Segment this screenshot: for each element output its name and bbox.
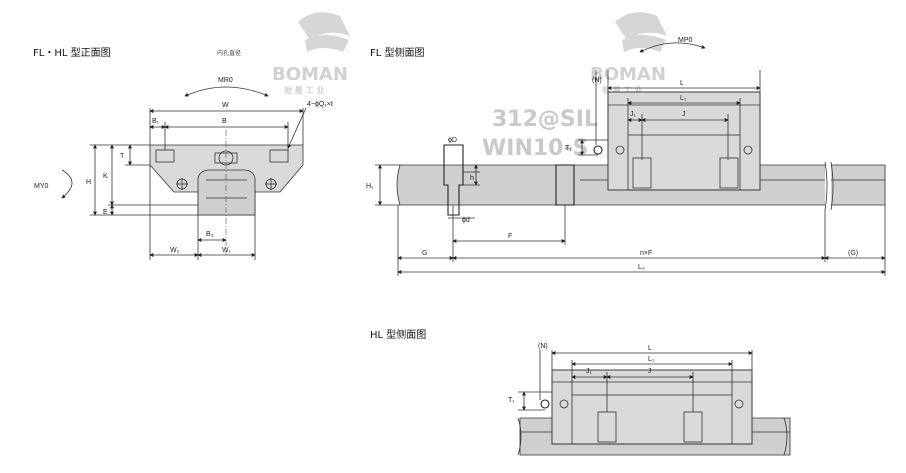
watermark-brand-2: BOMAN: [590, 64, 666, 85]
fl-label-f: F: [508, 233, 512, 240]
watermark-brand-cn-2: 勃 曼 工 业: [602, 85, 642, 95]
fl-label-nf: n×F: [640, 250, 652, 257]
hl-block: [551, 369, 753, 445]
label-mp: MP0: [678, 37, 693, 44]
fl-label-h1: H₁: [366, 183, 374, 190]
label-k: K: [103, 173, 108, 180]
label-w2: W₂: [170, 247, 180, 254]
hl-label-l1: L₁: [648, 356, 655, 363]
hl-grease-nipple: [540, 399, 550, 409]
watermark-overlay-2: WIN10-S: [482, 136, 588, 161]
label-t: T: [120, 153, 125, 160]
fl-label-phi-d-big: ϕD: [448, 137, 457, 144]
label-b1: B₁: [152, 118, 160, 125]
hl-label-n: (N): [538, 343, 548, 350]
label-w1: W₁: [222, 247, 232, 254]
fl-block: [607, 91, 761, 191]
hl-label-t1: T₁: [508, 397, 515, 404]
boman-logo-watermark-1: BOMAN 勃 曼 工 业: [272, 12, 350, 95]
label-w: W: [222, 102, 229, 109]
fl-label-n: (N): [592, 77, 602, 84]
fl-label-j1: J₁: [630, 111, 637, 118]
fl-label-t1: T₁: [565, 145, 572, 152]
fl-label-h: h: [470, 175, 474, 182]
fl-side-view-title: FL 型侧面图: [370, 46, 425, 59]
hl-label-j1: J₁: [586, 368, 593, 375]
fl-label-g-paren: (G): [848, 250, 858, 257]
hl-side-view-title: HL 型侧面图: [370, 328, 426, 341]
label-my: MY0: [34, 183, 49, 190]
fl-label-l: L: [680, 80, 684, 87]
front-view-title: FL・HL 型正面图: [33, 46, 111, 59]
watermark-brand-cn: 勃 曼 工 业: [284, 85, 324, 95]
fl-grease-nipple: [593, 145, 603, 155]
fl-side-view: MP0 (N) L L₁ J₁: [366, 37, 886, 276]
rail-hole-1: [443, 144, 464, 216]
fl-label-l0: L₀: [638, 264, 645, 271]
fl-label-j: J: [682, 111, 686, 118]
watermark-brand: BOMAN: [272, 64, 348, 85]
watermark-overlay-1: 312@SIL: [492, 107, 598, 132]
fl-label-l1: L₁: [680, 95, 687, 102]
label-b3: B₃: [206, 231, 214, 238]
label-h: H: [86, 179, 91, 186]
fl-label-g: G: [422, 250, 427, 257]
hl-side-view: (N) L L₁ J₁ J T₁: [508, 343, 791, 456]
label-b: B: [222, 118, 227, 125]
label-mr: MR0: [218, 77, 233, 84]
rail-profile: [197, 169, 256, 216]
hl-label-j: J: [648, 368, 652, 375]
fl-label-phi-d: ϕd: [462, 217, 470, 224]
front-view-note: 内孔直径: [217, 49, 241, 57]
boman-logo-watermark-2: BOMAN 勃 曼 工 业: [590, 12, 667, 95]
label-holes: 4−ϕQ₁×ℓ: [307, 101, 334, 108]
front-view: MR0 W 4−ϕQ₁×ℓ B₁ B H K E T MY0: [34, 77, 334, 260]
label-e: E: [103, 209, 108, 216]
hl-label-l: L: [648, 345, 652, 352]
rail-hole-2: [555, 164, 575, 206]
